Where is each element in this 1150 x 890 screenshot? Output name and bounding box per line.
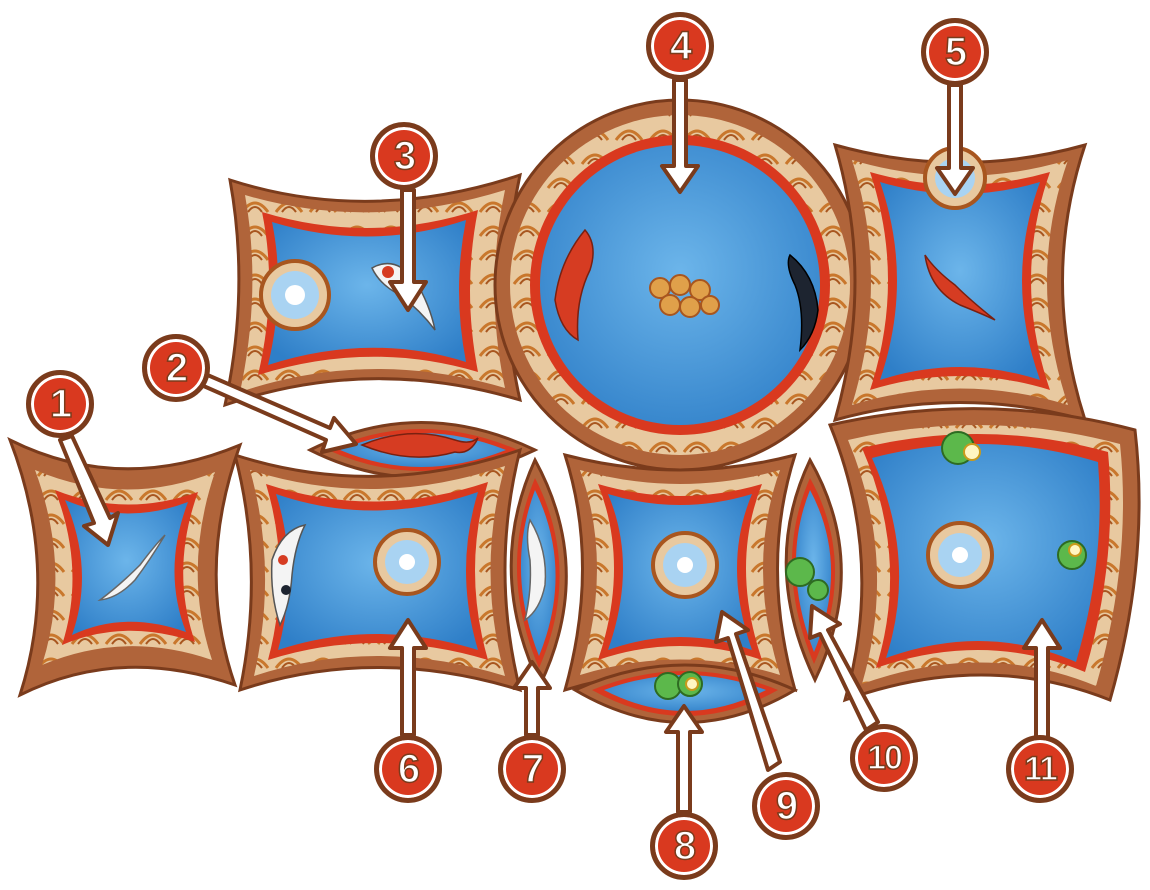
callout-badge-2: 2	[142, 334, 210, 402]
tile-wide-fountain-koi	[222, 172, 523, 408]
callout-arrow-10	[808, 604, 880, 732]
lily-pad-icon	[941, 431, 1087, 570]
callout-arrow-4	[660, 78, 700, 194]
lily-pad-icon	[785, 557, 829, 601]
callout-number: 2	[165, 345, 189, 391]
callout-number: 3	[393, 133, 417, 179]
callout-badge-8: 8	[650, 812, 718, 880]
tile-square-fountain	[562, 452, 798, 693]
koi-white-icon	[523, 518, 547, 622]
callout-number: 10	[866, 738, 903, 778]
callout-badge-6: 6	[374, 735, 442, 803]
callout-badge-4: 4	[646, 12, 714, 80]
tile-small-square-white-koi	[7, 436, 243, 698]
callout-arrow-5	[935, 83, 975, 196]
tile-wide-fountain-two-koi	[232, 447, 523, 693]
callout-arrows	[58, 78, 1062, 814]
callout-arrow-3	[388, 188, 428, 312]
koi-black-icon	[787, 253, 819, 353]
callout-number: 1	[49, 381, 73, 427]
callout-number: 8	[673, 823, 697, 869]
tile-lens-white-koi	[509, 456, 568, 689]
callout-number: 6	[397, 746, 421, 792]
fountain-icon	[926, 521, 994, 589]
lily-pad-icon	[654, 671, 703, 700]
callout-number: 5	[944, 29, 968, 75]
koi-red-icon	[924, 254, 996, 321]
callout-badge-5: 5	[921, 18, 989, 86]
callout-badge-3: 3	[370, 122, 438, 190]
koi-red-icon	[360, 432, 479, 458]
callout-arrow-1	[58, 434, 120, 547]
koi-red-icon	[554, 228, 594, 342]
tile-large-fountain-lilies	[827, 407, 1141, 703]
callout-number: 9	[775, 783, 799, 829]
callout-arrow-8	[664, 704, 704, 814]
fountain-icon	[373, 528, 441, 596]
callout-arrow-6	[388, 618, 428, 737]
callout-badge-9: 9	[752, 772, 820, 840]
callout-arrow-11	[1022, 618, 1062, 742]
callout-arrow-9	[714, 610, 782, 772]
koi-tricolor-icon	[270, 523, 307, 627]
callout-badge-1: 1	[26, 370, 94, 438]
callout-badge-10: 10	[850, 724, 918, 792]
koi-white-icon	[97, 534, 166, 602]
callout-number: 11	[1023, 749, 1058, 789]
tile-tall-fountain-red-koi	[832, 142, 1088, 423]
callout-arrow-2	[188, 368, 358, 454]
fish-eggs-icon	[649, 274, 720, 318]
callout-badge-7: 7	[498, 735, 566, 803]
tile-lens-red-koi	[306, 421, 539, 479]
callout-number: 4	[669, 23, 693, 69]
callout-number: 7	[521, 746, 545, 792]
callout-badge-11: 11	[1006, 735, 1074, 803]
fountain-icon	[651, 531, 719, 599]
callout-arrow-7	[512, 660, 552, 737]
fountain-icon	[259, 259, 331, 331]
